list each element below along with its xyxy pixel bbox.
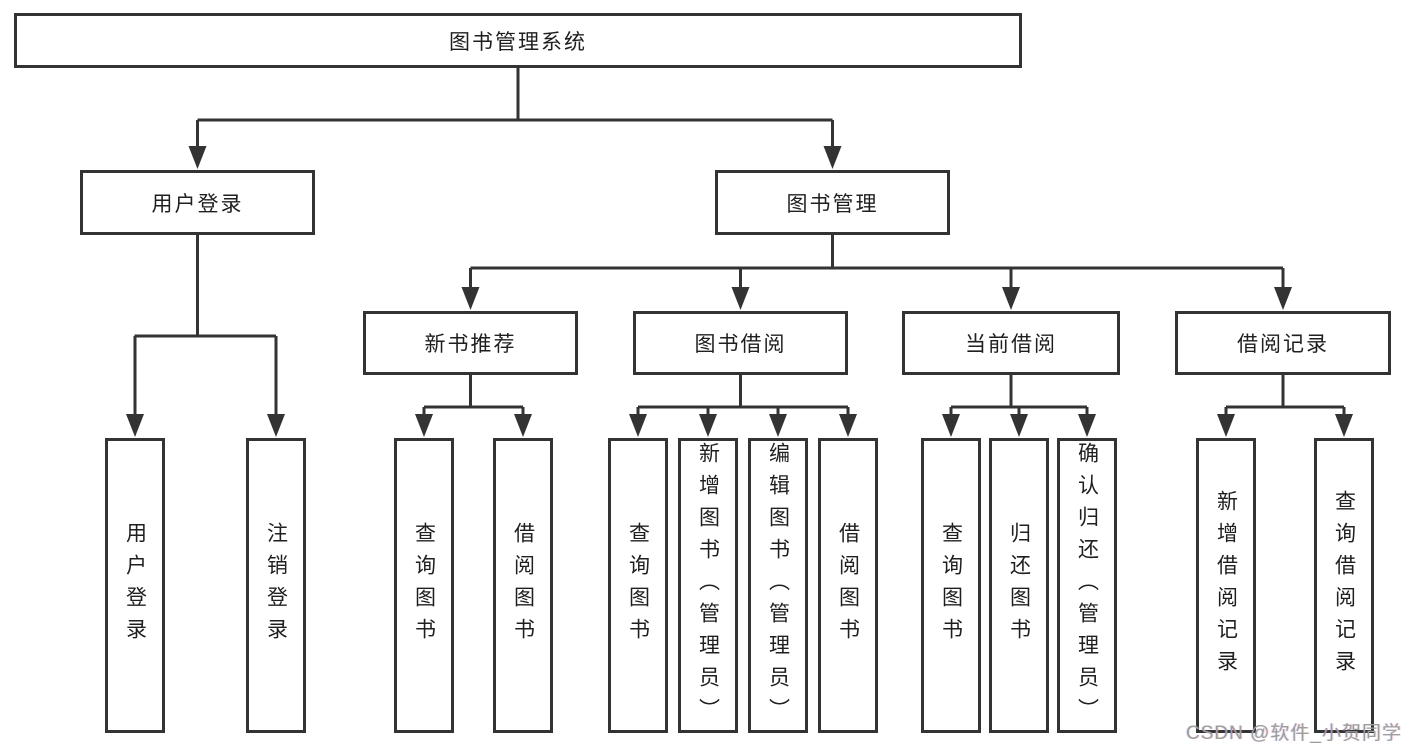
node-book-borrow: 图书借阅 — [633, 311, 848, 375]
leaf-query-books-current-label: 查询图书 — [939, 521, 963, 650]
node-borrow-records: 借阅记录 — [1175, 311, 1391, 375]
node-new-book-recommend: 新书推荐 — [363, 311, 578, 375]
leaf-confirm-return-admin: 确认归还（管理员） — [1057, 438, 1117, 733]
node-current-borrow: 当前借阅 — [902, 311, 1120, 375]
leaf-add-book-admin-label: 新增图书（管理员） — [696, 441, 720, 730]
leaf-logout: 注销登录 — [246, 438, 306, 733]
tree-edges — [133, 66, 1346, 418]
leaf-query-borrow-record: 查询借阅记录 — [1314, 438, 1374, 733]
node-user-login: 用户登录 — [80, 170, 315, 235]
leaf-borrow-books: 借阅图书 — [818, 438, 878, 733]
node-library-management-system: 图书管理系统 — [14, 13, 1022, 68]
leaf-return-books: 归还图书 — [989, 438, 1049, 733]
leaf-add-book-admin: 新增图书（管理员） — [678, 438, 738, 733]
leaf-borrow-books-recommend: 借阅图书 — [493, 438, 553, 733]
leaf-query-books-current: 查询图书 — [921, 438, 981, 733]
csdn-watermark: CSDN @软件_小贺同学 — [1186, 723, 1402, 744]
leaf-confirm-return-admin-label: 确认归还（管理员） — [1075, 441, 1099, 730]
leaf-user-login: 用户登录 — [105, 438, 165, 733]
leaf-query-borrow-record-label: 查询借阅记录 — [1332, 489, 1356, 682]
leaf-query-books-borrow: 查询图书 — [608, 438, 668, 733]
leaf-query-books-borrow-label: 查询图书 — [626, 521, 650, 650]
leaf-return-books-label: 归还图书 — [1007, 521, 1031, 650]
leaf-borrow-books-label: 借阅图书 — [836, 521, 860, 650]
leaf-add-borrow-record: 新增借阅记录 — [1196, 438, 1256, 733]
leaf-query-books-recommend: 查询图书 — [394, 438, 454, 733]
leaf-logout-label: 注销登录 — [264, 521, 288, 650]
node-book-management: 图书管理 — [715, 170, 950, 235]
leaf-user-login-label: 用户登录 — [123, 521, 147, 650]
leaf-add-borrow-record-label: 新增借阅记录 — [1214, 489, 1238, 682]
leaf-edit-book-admin: 编辑图书（管理员） — [748, 438, 808, 733]
leaf-query-books-recommend-label: 查询图书 — [412, 521, 436, 650]
leaf-edit-book-admin-label: 编辑图书（管理员） — [766, 441, 790, 730]
arrowheads — [126, 146, 1353, 437]
leaf-borrow-books-recommend-label: 借阅图书 — [511, 521, 535, 650]
